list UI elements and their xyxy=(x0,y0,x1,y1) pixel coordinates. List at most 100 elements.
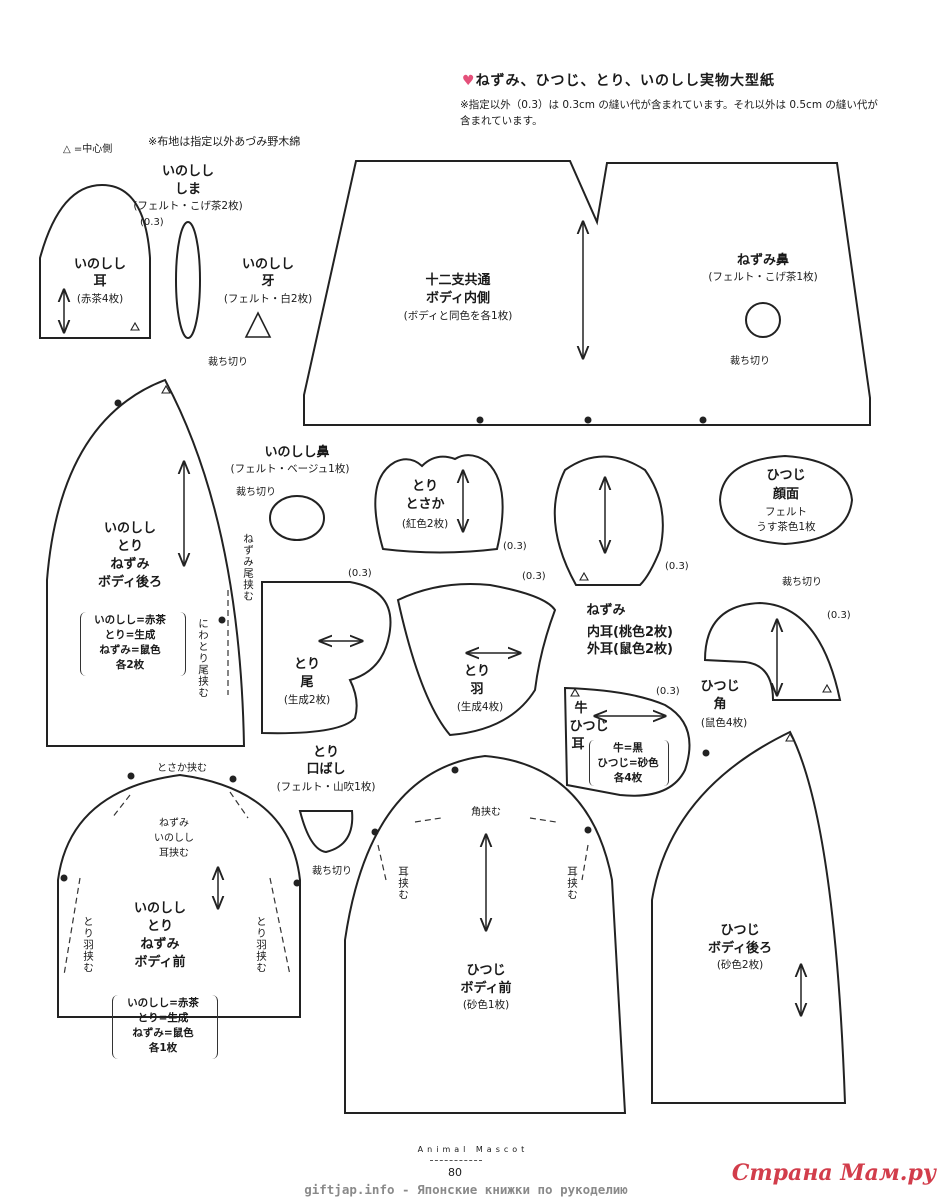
bird-tail-part: 尾 xyxy=(300,675,314,690)
sheep-horn-name: ひつじ xyxy=(700,679,740,694)
bird-beak-part: 口ばし xyxy=(306,762,346,777)
bird-beak-shape xyxy=(298,810,354,854)
ox-ear-name2: ひつじ xyxy=(569,719,609,734)
ear-insert-mark: 耳挟む xyxy=(566,866,578,901)
bird-wing-spec: (生成4枚) xyxy=(456,701,504,713)
body-back-count: 各2枚 xyxy=(115,659,145,671)
sheep-face-shape xyxy=(718,454,854,546)
bird-wing-shape xyxy=(396,583,557,737)
ox-ear-part: 耳 xyxy=(571,737,585,752)
seam-label: (0.3) xyxy=(140,217,164,228)
body-back-color1: いのしし=赤茶 xyxy=(94,614,166,626)
sheep-face-material: フェルト xyxy=(765,506,807,518)
bird-wing-part: 羽 xyxy=(470,682,484,697)
wing-insert-mark: とり羽挟む xyxy=(82,916,94,974)
body-back-line2: とり xyxy=(116,539,144,554)
sheep-back-part: ボディ後ろ xyxy=(707,941,773,956)
body-front-color2: とり=生成 xyxy=(137,1012,189,1024)
sheep-back-shape xyxy=(651,730,847,1104)
mouse-nose-spec: (フェルト・こげ茶1枚) xyxy=(708,271,818,283)
page-title: ♥ねずみ、ひつじ、とり、いのしし実物大型紙 xyxy=(462,73,776,89)
boar-stripe-shape xyxy=(175,221,201,339)
ear-insert-mark: 耳挟む xyxy=(397,866,409,901)
sheep-face-name: ひつじ xyxy=(766,468,806,483)
cut-label: 裁ち切り xyxy=(208,357,248,368)
ox-ear-shape xyxy=(563,686,691,797)
boar-stripe-name: いのしし xyxy=(161,164,215,179)
bird-tail-spec: (生成2枚) xyxy=(283,694,331,706)
ear-insert-line3: 耳挟む xyxy=(159,848,189,859)
book-title: Animal Mascot xyxy=(417,1145,529,1154)
color-bracket xyxy=(80,612,186,676)
body-front-line1: いのしし xyxy=(133,901,187,916)
watermark: Страна Мам.ру xyxy=(731,1160,936,1186)
bird-comb-shape xyxy=(374,454,504,554)
boar-stripe-part: しま xyxy=(174,182,202,197)
bird-comb-part: とさか xyxy=(405,497,445,512)
seam-label: (0.3) xyxy=(522,571,546,582)
bird-tail-name: とり xyxy=(293,657,321,672)
mouse-tail-mark: ねずみ尾挟む xyxy=(242,533,254,602)
mouse-ear-inner: 内耳(桃色2枚) xyxy=(587,625,673,640)
center-legend: △ =中心側 xyxy=(63,144,113,155)
wing-insert-mark: とり羽挟む xyxy=(255,916,267,974)
body-front-line3: ねずみ xyxy=(140,937,180,952)
seam-label: (0.3) xyxy=(503,541,527,552)
bird-comb-name: とり xyxy=(411,479,439,494)
seam-label: (0.3) xyxy=(827,610,851,621)
body-front-shape xyxy=(57,773,301,1018)
color-bracket xyxy=(112,995,218,1059)
sheep-face-part: 顔面 xyxy=(772,487,800,502)
body-back-color3: ねずみ=鼠色 xyxy=(99,644,161,656)
seam-label: (0.3) xyxy=(665,561,689,572)
boar-tusk-part: 牙 xyxy=(261,274,275,289)
site-credit: giftjap.info - Японские книжки по рукоде… xyxy=(304,1182,628,1197)
body-back-color2: とり=生成 xyxy=(104,629,156,641)
cut-label: 裁ち切り xyxy=(312,866,352,877)
heart-icon: ♥ xyxy=(462,73,476,89)
body-inner-name: 十二支共通 xyxy=(425,273,491,288)
boar-ear-part: 耳 xyxy=(93,274,107,289)
seam-label: (0.3) xyxy=(656,686,680,697)
mouse-ear-shape xyxy=(553,455,664,586)
boar-ear-shape xyxy=(39,183,151,339)
sheep-horn-part: 角 xyxy=(713,697,727,712)
body-inner-spec: (ボディと同色を各1枚) xyxy=(403,310,513,322)
body-back-part: ボディ後ろ xyxy=(97,575,163,590)
bird-tail-shape xyxy=(261,581,392,735)
page-number: 80 xyxy=(448,1166,462,1179)
bird-beak-spec: (フェルト・山吹1枚) xyxy=(276,781,376,793)
body-front-color1: いのしし=赤茶 xyxy=(127,997,199,1009)
body-back-shape xyxy=(46,378,246,747)
body-back-line1: いのしし xyxy=(103,521,157,536)
comb-insert-mark: とさか挟む xyxy=(157,763,207,774)
center-marks xyxy=(130,321,832,742)
sheep-horn-spec: (鼠色4枚) xyxy=(700,717,748,729)
body-back-line3: ねずみ xyxy=(110,557,150,572)
sheep-front-name: ひつじ xyxy=(466,963,506,978)
ox-ear-color2: ひつじ=砂色 xyxy=(597,757,659,769)
boar-stripe-spec: (フェルト・こげ茶2枚) xyxy=(133,200,243,212)
mouse-nose-shape xyxy=(745,302,781,338)
sheep-front-part: ボディ前 xyxy=(460,981,512,996)
boar-nose-name: いのしし鼻 xyxy=(264,445,330,460)
notch-dots xyxy=(60,399,710,887)
mouse-nose-name: ねずみ鼻 xyxy=(736,253,790,268)
sheep-back-spec: (砂色2枚) xyxy=(716,959,764,971)
ear-insert-line1: ねずみ xyxy=(159,818,189,829)
body-front-line2: とり xyxy=(146,919,174,934)
boar-tusk-spec: (フェルト・白2枚) xyxy=(223,293,313,305)
bird-tail-mark: にわとり尾挟む xyxy=(197,618,209,699)
boar-ear-name: いのしし xyxy=(73,257,127,272)
sheep-front-spec: (砂色1枚) xyxy=(462,999,510,1011)
boar-ear-spec: (赤茶4枚) xyxy=(76,293,124,305)
bird-wing-name: とり xyxy=(463,664,491,679)
cut-label: 裁ち切り xyxy=(782,577,822,588)
boar-tusk-shape xyxy=(244,311,272,338)
sheep-front-shape xyxy=(344,754,627,1114)
sheep-horn-shape xyxy=(703,601,842,701)
cut-label: 裁ち切り xyxy=(730,356,770,367)
body-inner-part: ボディ内側 xyxy=(425,291,491,306)
page-divider xyxy=(430,1160,482,1161)
cut-label: 裁ち切り xyxy=(236,487,276,498)
